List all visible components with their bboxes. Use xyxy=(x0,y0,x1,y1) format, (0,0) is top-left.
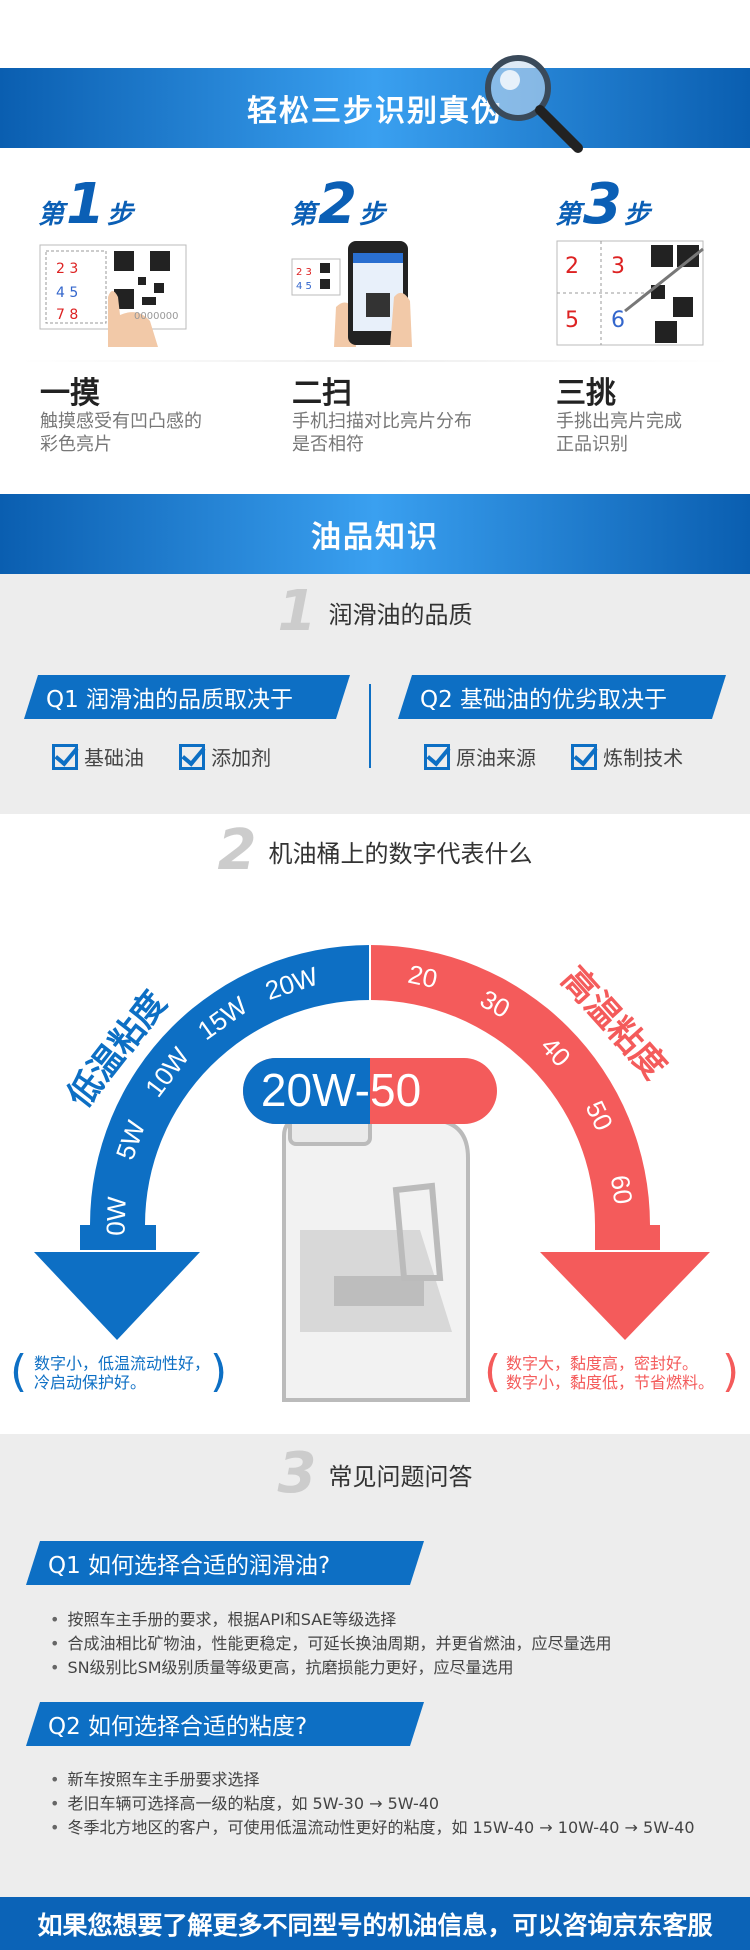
q-divider xyxy=(369,684,371,768)
checkbox-icon xyxy=(424,743,450,770)
checkbox-icon xyxy=(52,743,78,770)
svg-text:4 5: 4 5 xyxy=(56,285,78,301)
q2-label: Q2 基础油的优劣取决于 xyxy=(398,675,726,719)
footer-text: 如果您想要了解更多不同型号的机油信息，可以咨询京东客服 xyxy=(37,1910,713,1940)
list-item: 合成油相比矿物油，性能更稳定，可延长换油周期，并更省燃油，应尽量选用 xyxy=(50,1632,611,1656)
low-note-paren-right: ) xyxy=(210,1346,228,1397)
phone-scan-icon: 2 3 4 5 xyxy=(291,241,412,347)
svg-text:2 3: 2 3 xyxy=(56,261,78,277)
list-item: 新车按照车主手册要求选择 xyxy=(50,1768,695,1792)
low-tick-label: 0W xyxy=(100,1196,131,1236)
q1-label: Q1 润滑油的品质取决于 xyxy=(24,675,350,719)
step-1-desc: 触摸感受有凹凸感的彩色亮片 xyxy=(40,411,202,455)
checkbox-icon xyxy=(179,743,206,770)
svg-text:6: 6 xyxy=(611,308,625,333)
svg-text:2: 2 xyxy=(565,254,579,279)
magnifier-icon xyxy=(485,55,583,153)
list-item: SN级别比SM级别质量等级更高，抗磨损能力更好，应尽量选用 xyxy=(50,1656,611,1680)
viscosity-badge: 20W- 50 xyxy=(243,1058,497,1124)
badge-low-value: 20W- xyxy=(261,1064,370,1116)
banner-steps: 轻松三步识别真伪 xyxy=(0,68,750,148)
high-temp-arrow xyxy=(540,1252,710,1340)
step-2-image: 2 3 4 5 xyxy=(290,237,440,347)
step-2-head: 二扫 xyxy=(292,376,352,411)
q1-option-1: 基础油 xyxy=(52,742,144,771)
step-2-desc: 手机扫描对比亮片分布是否相符 xyxy=(292,411,472,455)
high-temp-note: 数字大，黏度高，密封好。数字小，黏度低，节省燃料。 xyxy=(506,1354,715,1392)
footer-banner: 如果您想要了解更多不同型号的机油信息，可以咨询京东客服 xyxy=(0,1897,750,1950)
low-temp-note: 数字小，低温流动性好，冷启动保护好。 xyxy=(34,1354,211,1392)
high-note-paren-right: ) xyxy=(722,1346,740,1397)
list-item: 冬季北方地区的客户，可使用低温流动性更好的粘度，如 15W-40 → 10W-4… xyxy=(50,1816,694,1840)
faq2-label: Q2 如何选择合适的粘度? xyxy=(26,1702,424,1746)
q2-option-1: 原油来源 xyxy=(424,742,536,771)
qr-card-icon: 2 3 4 5 7 8 xyxy=(39,244,187,347)
step-3-desc: 手挑出亮片完成正品识别 xyxy=(556,411,682,455)
checkbox-icon xyxy=(571,743,598,770)
high-tick-label: 60 xyxy=(605,1173,639,1206)
q2-option-2: 炼制技术 xyxy=(571,742,683,771)
svg-text:5: 5 xyxy=(565,308,579,333)
high-temp-arc xyxy=(370,945,660,1250)
low-temp-arrow xyxy=(34,1252,200,1340)
step-1-image: 2 3 4 5 7 8 0000000 xyxy=(38,237,188,347)
list-item: 老旧车辆可选择高一级的粘度，如 5W-30 → 5W-40 xyxy=(50,1792,695,1816)
banner-oil-title: 油品知识 xyxy=(311,520,439,555)
faq1-list: 按照车主手册的要求，根据API和SAE等级选择 合成油相比矿物油，性能更稳定，可… xyxy=(50,1608,611,1680)
badge-high-value: 50 xyxy=(370,1064,421,1116)
step-1-head: 一摸 xyxy=(40,376,100,411)
high-note-paren-left: ( xyxy=(484,1346,502,1397)
svg-text:7 8: 7 8 xyxy=(56,307,78,323)
high-tick-label: 20 xyxy=(406,959,441,994)
steps-divider xyxy=(20,360,730,362)
tweezers-icon: 2 3 5 6 xyxy=(556,240,704,346)
step-3-head: 三挑 xyxy=(556,376,616,411)
faq1-label: Q1 如何选择合适的润滑油? xyxy=(26,1541,424,1585)
low-temp-arc xyxy=(80,945,370,1250)
q1-option-2: 添加剂 xyxy=(179,742,271,771)
svg-text:3: 3 xyxy=(611,254,625,279)
banner-steps-title: 轻松三步识别真伪 xyxy=(247,94,503,129)
list-item: 按照车主手册的要求，根据API和SAE等级选择 xyxy=(50,1608,611,1632)
svg-text:4 5: 4 5 xyxy=(296,281,312,292)
svg-text:2 3: 2 3 xyxy=(296,267,312,278)
step-3-image: 2 3 5 6 xyxy=(555,237,705,347)
faq2-list: 新车按照车主手册要求选择 老旧车辆可选择高一级的粘度，如 5W-30 → 5W-… xyxy=(50,1768,695,1840)
q2-options: 原油来源 炼制技术 xyxy=(424,742,683,774)
banner-oil-knowledge: 油品知识 xyxy=(0,494,750,574)
q1-options: 基础油 添加剂 xyxy=(52,742,271,774)
low-note-paren-left: ( xyxy=(10,1346,28,1397)
oil-jug-icon xyxy=(282,1110,470,1402)
